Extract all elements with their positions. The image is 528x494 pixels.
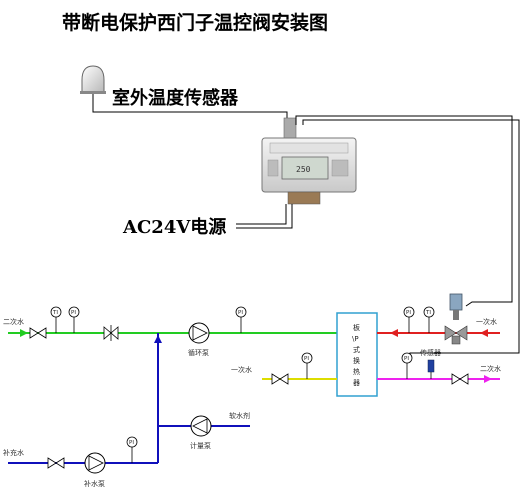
svg-text:式: 式 [353, 345, 360, 354]
svg-text:器: 器 [353, 379, 360, 387]
sensor-label: 传感器 [420, 348, 441, 357]
controller-unit: 250 [261, 117, 357, 205]
secondary-top-right-label: 一次水 [476, 317, 497, 326]
valve-control-wire [295, 115, 513, 307]
svg-text:PI: PI [238, 310, 243, 316]
pressure-gauge-icon: TI [50, 306, 62, 333]
dosing-pump-icon [190, 415, 212, 437]
svg-text:TI: TI [52, 310, 58, 316]
circulation-pump-icon [188, 322, 210, 344]
makeup-water-label: 补充水 [3, 448, 24, 457]
check-valve-icon [103, 325, 119, 341]
gate-valve-icon [451, 373, 469, 385]
softener-label: 软水剂 [229, 411, 250, 420]
svg-text:PI: PI [404, 356, 409, 362]
svg-text:板: 板 [353, 323, 360, 332]
pressure-gauge-icon: PI [235, 306, 247, 333]
dosing-pump-label: 计量泵 [190, 441, 211, 450]
svg-text:PI: PI [129, 440, 134, 446]
outdoor-sensor-label: 室外温度传感器 [112, 87, 239, 109]
motorized-valve-icon [444, 293, 468, 345]
pressure-gauge-icon: PI [403, 306, 415, 333]
power-label: AC24V电源 [122, 216, 226, 238]
magenta-pipe [377, 375, 500, 383]
svg-text:PI: PI [406, 310, 411, 316]
pressure-gauge-icon: PI [68, 306, 80, 333]
gate-valve-icon [29, 327, 47, 339]
gate-valve-icon [47, 457, 65, 469]
svg-text:换: 换 [353, 356, 360, 365]
svg-text:TI: TI [425, 310, 431, 316]
svg-text:热: 热 [353, 367, 360, 376]
green-pipe [8, 329, 337, 337]
red-pipe [377, 329, 500, 337]
secondary-left-label: 二次水 [3, 317, 24, 326]
svg-text:PI: PI [71, 310, 76, 316]
makeup-pump-icon [84, 452, 106, 474]
diagram-title: 带断电保护西门子温控阀安装图 [62, 11, 328, 34]
heat-exchanger: 板 \P 式 换 热 器 [336, 312, 378, 397]
pressure-gauge-icon: PI [301, 352, 313, 379]
gate-valve-icon [271, 373, 289, 385]
pressure-gauge-icon: PI [401, 352, 413, 379]
svg-text:\P: \P [352, 335, 359, 343]
power-wire [236, 204, 293, 229]
controller-display: 250 [296, 165, 311, 174]
pressure-gauge-icon: PI [126, 436, 138, 463]
pressure-gauge-icon: TI [423, 306, 435, 333]
makeup-pump-label: 补水泵 [84, 479, 105, 488]
circulation-pump-label: 循环泵 [188, 348, 209, 357]
primary-mid-left-label: 一次水 [231, 365, 252, 374]
temperature-sensor-icon [427, 359, 435, 379]
secondary-bottom-right-label: 二次水 [480, 364, 501, 373]
outdoor-sensor-icon [80, 65, 106, 94]
svg-text:PI: PI [304, 356, 309, 362]
